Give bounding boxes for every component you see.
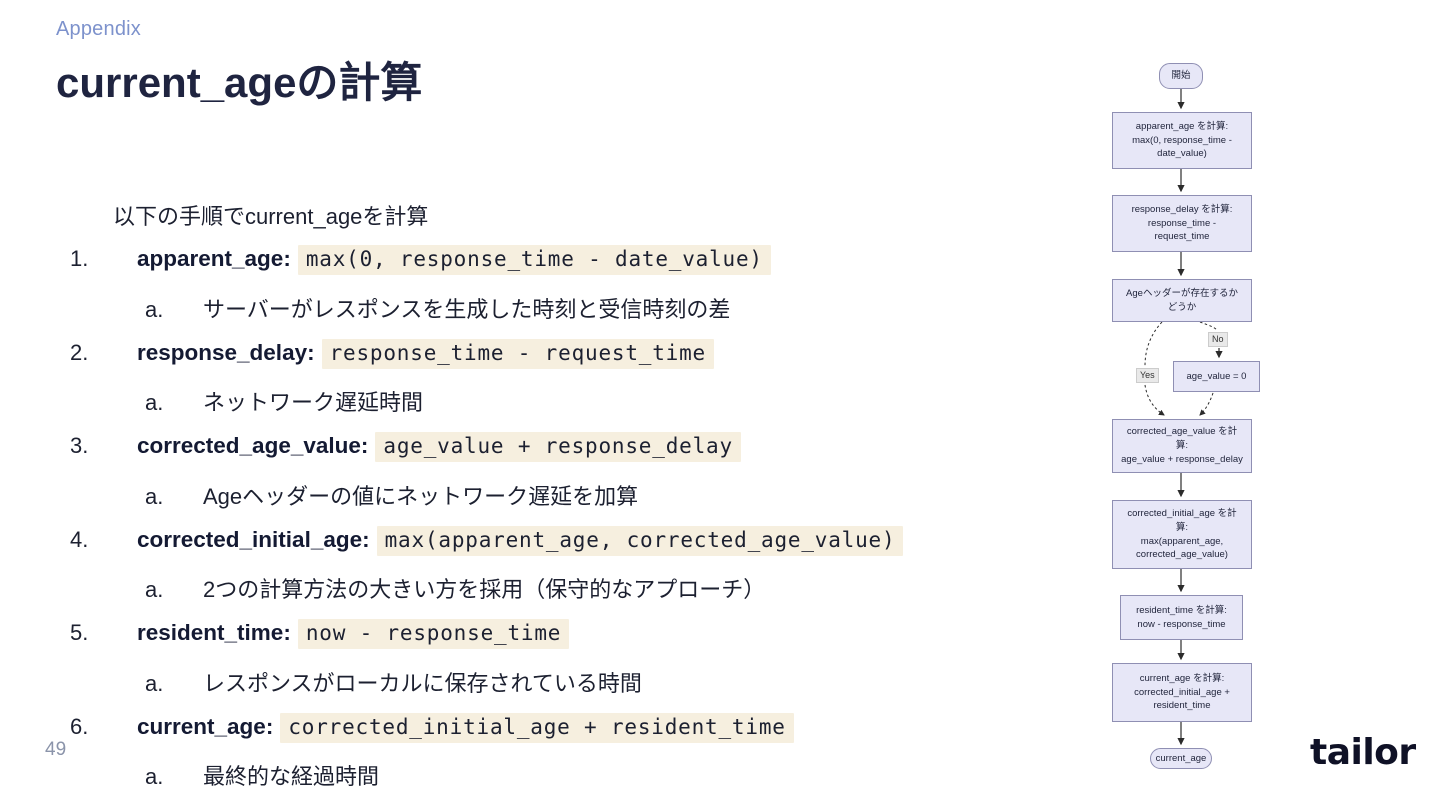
subitem-letter: a. bbox=[145, 484, 164, 509]
list-item-5: 5. resident_time : now - response_time bbox=[70, 619, 1080, 649]
subitem-text: 2つの計算方法の大きい方を採用（保守的なアプローチ） bbox=[203, 577, 766, 602]
flow-end-node: current_age bbox=[1150, 748, 1212, 769]
item-number: 5. bbox=[70, 620, 89, 645]
item-separator: : bbox=[283, 620, 291, 645]
steps-list: 以下の手順でcurrent_ageを計算 1. apparent_age : m… bbox=[70, 190, 1080, 805]
page-number: 49 bbox=[45, 739, 67, 760]
subitem-text: サーバーがレスポンスを生成した時刻と受信時刻の差 bbox=[203, 297, 731, 322]
list-subitem-5a: a. レスポンスがローカルに保存されている時間 bbox=[145, 666, 1155, 698]
page-title: current_ageの計算 bbox=[56, 59, 423, 106]
list-subitem-1a: a. サーバーがレスポンスを生成した時刻と受信時刻の差 bbox=[145, 292, 1155, 324]
item-separator: : bbox=[362, 527, 370, 552]
subitem-letter: a. bbox=[145, 390, 164, 415]
item-code: corrected_initial_age + resident_time bbox=[280, 713, 794, 743]
list-subitem-3a: a. Ageヘッダーの値にネットワーク遅延を加算 bbox=[145, 479, 1155, 511]
flowchart-connectors bbox=[1144, 89, 1223, 746]
item-number: 1. bbox=[70, 246, 89, 271]
flow-node-age-header-check: Ageヘッダーが存在するか どうか bbox=[1112, 279, 1252, 322]
section-label: Appendix bbox=[56, 18, 141, 40]
list-subitem-2a: a. ネットワーク遅延時間 bbox=[145, 385, 1155, 417]
flow-node-age-value-zero: age_value = 0 bbox=[1173, 361, 1260, 392]
item-separator: : bbox=[283, 246, 291, 271]
list-item-4: 4. corrected_initial_age : max(apparent_… bbox=[70, 526, 1080, 556]
item-number: 4. bbox=[70, 527, 89, 552]
subitem-text: レスポンスがローカルに保存されている時間 bbox=[203, 671, 642, 696]
subitem-letter: a. bbox=[145, 297, 164, 322]
item-code: max(0, response_time - date_value) bbox=[297, 245, 771, 275]
subitem-text: 最終的な経過時間 bbox=[203, 764, 380, 789]
item-code: response_time - request_time bbox=[321, 339, 714, 369]
flow-node-corrected-initial-age: corrected_initial_age を計 算: max(apparent… bbox=[1112, 500, 1252, 569]
subitem-letter: a. bbox=[145, 577, 164, 602]
item-separator: : bbox=[265, 714, 274, 739]
item-term: corrected_age_value bbox=[137, 433, 361, 458]
list-intro: 以下の手順でcurrent_ageを計算 bbox=[113, 204, 429, 229]
list-subitem-6a: a. 最終的な経過時間 bbox=[145, 759, 1155, 791]
item-code: now - response_time bbox=[297, 619, 570, 649]
flow-node-corrected-age-value: corrected_age_value を計 算: age_value + re… bbox=[1112, 419, 1252, 473]
item-number: 3. bbox=[70, 433, 89, 458]
flow-node-current-age-calc: current_age を計算: corrected_initial_age +… bbox=[1112, 663, 1252, 722]
subitem-text: Ageヘッダーの値にネットワーク遅延を加算 bbox=[203, 484, 639, 509]
item-term: current_age bbox=[137, 714, 266, 739]
item-separator: : bbox=[307, 340, 315, 365]
flowchart: 開始 apparent_age を計算: max(0, response_tim… bbox=[1100, 55, 1280, 785]
item-number: 2. bbox=[70, 340, 89, 365]
list-item-6: 6. current_age : corrected_initial_age +… bbox=[70, 713, 1080, 743]
item-number: 6. bbox=[70, 714, 89, 739]
flow-node-apparent-age: apparent_age を計算: max(0, response_time -… bbox=[1112, 112, 1252, 169]
list-item-1: 1. apparent_age : max(0, response_time -… bbox=[70, 245, 1080, 275]
flow-start-node: 開始 bbox=[1159, 63, 1203, 89]
item-separator: : bbox=[360, 433, 369, 458]
list-item-2: 2. response_delay : response_time - requ… bbox=[70, 339, 1080, 369]
subitem-letter: a. bbox=[145, 671, 164, 696]
list-subitem-4a: a. 2つの計算方法の大きい方を採用（保守的なアプローチ） bbox=[145, 572, 1155, 604]
flow-node-resident-time: resident_time を計算: now - response_time bbox=[1120, 595, 1243, 640]
item-term: resident_time bbox=[137, 620, 284, 645]
flow-label-no: No bbox=[1208, 332, 1228, 347]
item-term: corrected_initial_age bbox=[137, 527, 363, 552]
flow-label-yes: Yes bbox=[1136, 368, 1159, 383]
flow-node-response-delay: response_delay を計算: response_time - requ… bbox=[1112, 195, 1252, 252]
subitem-text: ネットワーク遅延時間 bbox=[203, 390, 424, 415]
item-term: response_delay bbox=[137, 340, 308, 365]
list-item-3: 3. corrected_age_value : age_value + res… bbox=[70, 432, 1080, 462]
slide-header: Appendix current_ageの計算 bbox=[56, 18, 422, 110]
subitem-letter: a. bbox=[145, 764, 164, 789]
item-term: apparent_age bbox=[137, 246, 284, 271]
tailor-logo: tailor bbox=[1310, 732, 1416, 773]
item-code: age_value + response_delay bbox=[375, 432, 741, 462]
item-code: max(apparent_age, corrected_age_value) bbox=[376, 526, 904, 556]
